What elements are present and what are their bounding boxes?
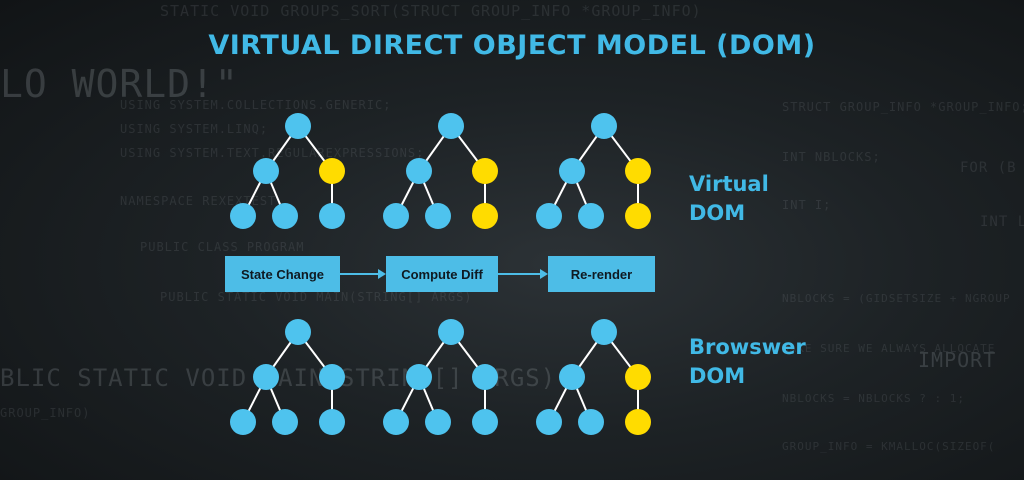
tree-node — [591, 113, 617, 139]
tree-virtual-1 — [230, 113, 345, 229]
tree-browser-1 — [230, 319, 345, 435]
page-title: VIRTUAL DIRECT OBJECT MODEL (DOM) — [208, 30, 816, 61]
tree-node — [438, 319, 464, 345]
bg-code-line: GROUP_INFO = KMALLOC(SIZEOF( — [782, 440, 996, 453]
bg-code-line: INT I; — [782, 198, 832, 212]
tree-node — [272, 409, 298, 435]
bg-code-line: IMPORT — [918, 348, 997, 372]
tree-node — [319, 364, 345, 390]
tree-virtual-3 — [536, 113, 651, 229]
tree-node — [272, 203, 298, 229]
tree-node — [536, 203, 562, 229]
bg-code-line: STRUCT GROUP_INFO *GROUP_INFO; — [782, 100, 1024, 114]
re-render-box: Re-render — [548, 256, 655, 292]
tree-node — [472, 364, 498, 390]
changed-node — [472, 203, 498, 229]
tree-node — [319, 203, 345, 229]
bg-code-line: NBLOCKS = NBLOCKS ? : 1; — [782, 392, 965, 405]
tree-node — [406, 158, 432, 184]
virtual-dom-label-line2: DOM — [689, 201, 746, 225]
tree-node — [285, 319, 311, 345]
compute-diff-box: Compute Diff — [386, 256, 498, 292]
browser-dom-label: Browswer DOM — [689, 333, 806, 391]
virtual-dom-label: Virtual DOM — [689, 170, 769, 228]
tree-node — [536, 409, 562, 435]
bg-code-line: LO WORLD!" — [0, 62, 239, 106]
tree-node — [230, 203, 256, 229]
browser-dom-label-line2: DOM — [689, 364, 746, 388]
tree-node — [578, 203, 604, 229]
tree-node — [425, 409, 451, 435]
tree-node — [406, 364, 432, 390]
tree-node — [319, 409, 345, 435]
bg-code-line: PUBLIC STATIC VOID MAIN(STRING[] ARGS) — [160, 290, 473, 304]
changed-node — [472, 158, 498, 184]
bg-code-line: GROUP_INFO) — [0, 406, 91, 420]
tree-node — [591, 319, 617, 345]
bg-code-line: INT L — [980, 214, 1024, 230]
tree-node — [438, 113, 464, 139]
bg-code-line: NAMESPACE REXEXTEST — [120, 194, 277, 208]
tree-node — [578, 409, 604, 435]
changed-node — [625, 364, 651, 390]
bg-code-line: USING SYSTEM.LINQ; — [120, 122, 269, 136]
changed-node — [625, 409, 651, 435]
flow-arrow-head — [540, 269, 548, 279]
bg-code-line: FOR (B — [960, 160, 1017, 176]
tree-node — [472, 409, 498, 435]
changed-node — [625, 203, 651, 229]
bg-code-line: MAKE SURE WE ALWAYS ALLOCATE — [782, 342, 996, 355]
tree-node — [253, 158, 279, 184]
browser-dom-label-line1: Browswer — [689, 335, 806, 359]
tree-browser-2 — [383, 319, 498, 435]
tree-node — [230, 409, 256, 435]
tree-node — [285, 113, 311, 139]
bg-code-line: NBLOCKS = (GIDSETSIZE + NGROUP — [782, 292, 1011, 305]
bg-code-line: STATIC VOID GROUPS_SORT(STRUCT GROUP_INF… — [160, 2, 702, 20]
bg-code-line: INT NBLOCKS; — [782, 150, 881, 164]
changed-node — [625, 158, 651, 184]
tree-node — [559, 364, 585, 390]
bg-code-line: USING SYSTEM.TEXT.REGULAREXPRESSIONS; — [120, 146, 425, 160]
tree-virtual-2 — [383, 113, 498, 229]
tree-node — [559, 158, 585, 184]
bg-code-line: USING SYSTEM.COLLECTIONS.GENERIC; — [120, 98, 392, 112]
flow-arrow-head — [378, 269, 386, 279]
tree-node — [383, 409, 409, 435]
tree-browser-3 — [536, 319, 651, 435]
bg-code-line: PUBLIC CLASS PROGRAM — [140, 240, 305, 254]
state-change-box: State Change — [225, 256, 340, 292]
changed-node — [319, 158, 345, 184]
tree-node — [383, 203, 409, 229]
virtual-dom-label-line1: Virtual — [689, 172, 769, 196]
tree-node — [425, 203, 451, 229]
tree-node — [253, 364, 279, 390]
